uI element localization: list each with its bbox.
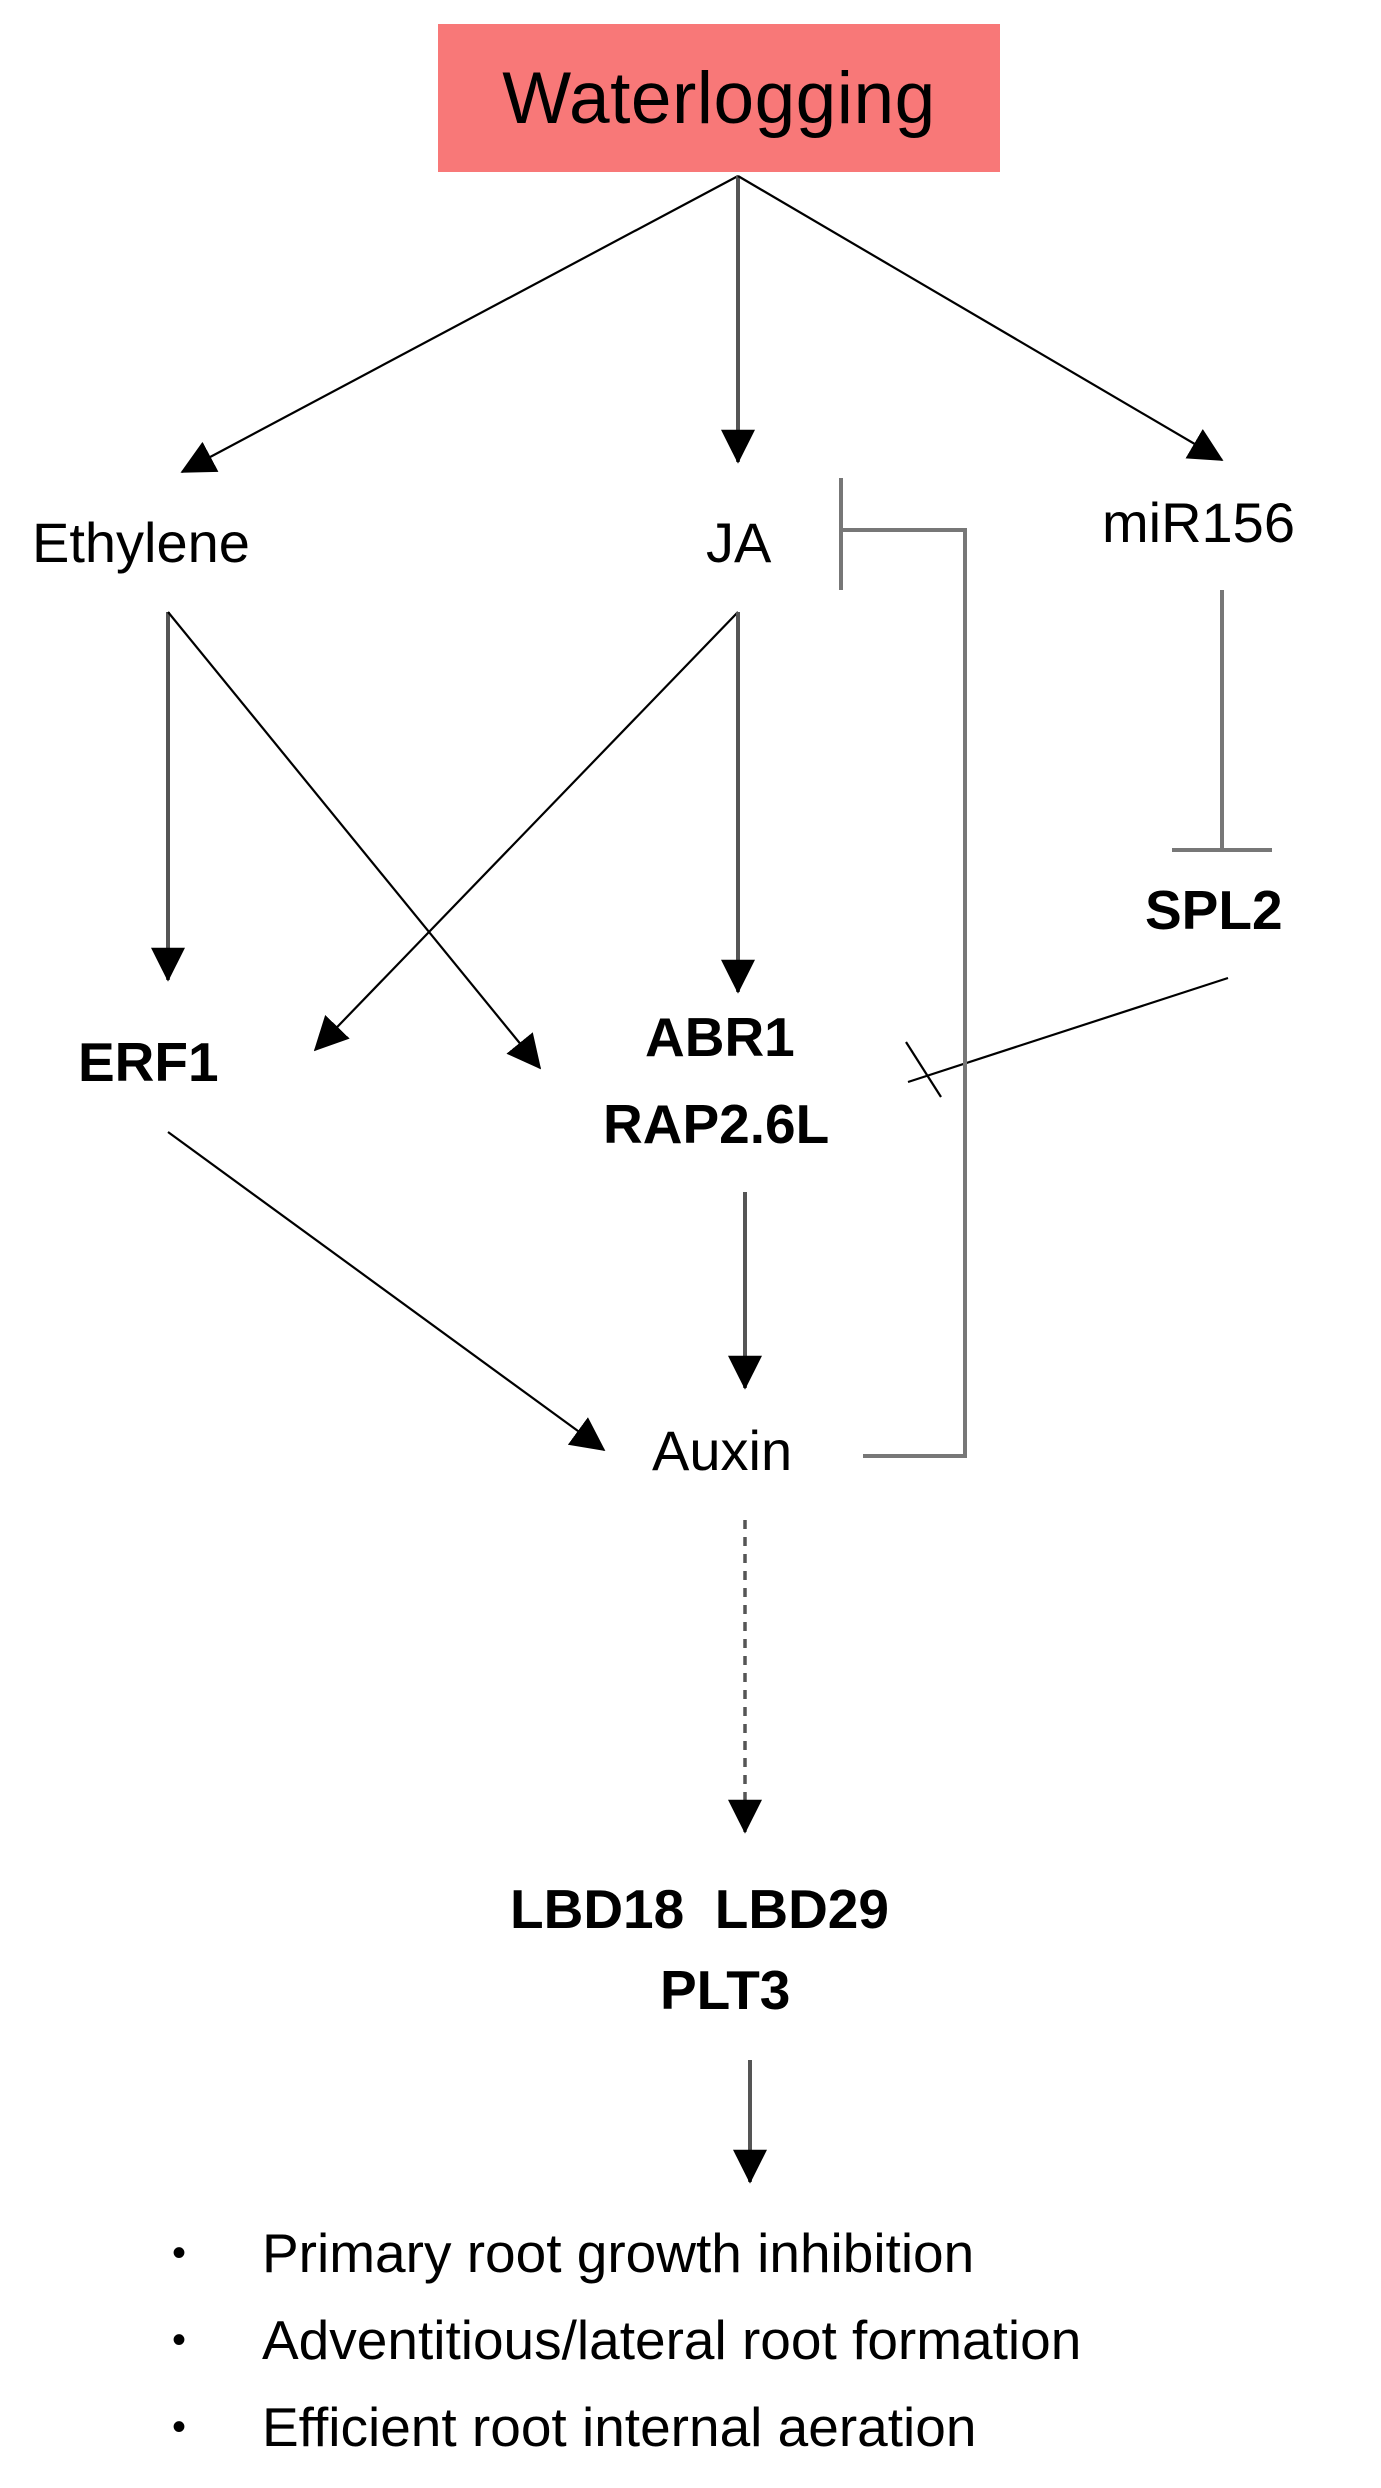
edge-ja-erf1 bbox=[313, 611, 739, 1052]
node-ethylene: Ethylene bbox=[32, 511, 250, 574]
edge-waterlogging-mir156 bbox=[737, 175, 1224, 461]
outcome-item: • Efficient root internal aeration bbox=[170, 2384, 1081, 2471]
node-auxin: Auxin bbox=[652, 1419, 793, 1482]
bullet-icon: • bbox=[172, 2405, 187, 2449]
edge-spl2-abr1-bar bbox=[905, 1041, 942, 1098]
outcome-label: Primary root growth inhibition bbox=[262, 2222, 975, 2284]
edge-spl2-abr1 bbox=[907, 976, 1229, 1084]
edge-ethylene-abr1 bbox=[167, 611, 542, 1070]
outcome-item: • Primary root growth inhibition bbox=[170, 2210, 1081, 2297]
node-erf1: ERF1 bbox=[78, 1031, 219, 1093]
node-mir156: miR156 bbox=[1102, 491, 1295, 554]
outcome-item: • Adventitious/lateral root formation bbox=[170, 2297, 1081, 2384]
node-plt3: PLT3 bbox=[660, 1959, 791, 2021]
outcome-list: • Primary root growth inhibition • Adven… bbox=[170, 2210, 1081, 2471]
bullet-icon: • bbox=[172, 2231, 187, 2275]
node-rap26l: RAP2.6L bbox=[603, 1093, 830, 1155]
edge-waterlogging-ethylene bbox=[180, 175, 739, 473]
bullet-icon: • bbox=[172, 2318, 187, 2362]
node-spl2: SPL2 bbox=[1145, 879, 1283, 941]
outcome-label: Adventitious/lateral root formation bbox=[262, 2309, 1082, 2371]
waterlogging-box: Waterlogging bbox=[438, 24, 1000, 172]
edge-erf1-auxin bbox=[167, 1131, 606, 1452]
outcome-label: Efficient root internal aeration bbox=[262, 2396, 977, 2458]
node-ja: JA bbox=[706, 511, 772, 574]
edge-auxin-ja-feedback bbox=[843, 528, 967, 1458]
node-lbd18-lbd29: LBD18 LBD29 bbox=[510, 1878, 889, 1940]
node-abr1: ABR1 bbox=[645, 1006, 795, 1068]
